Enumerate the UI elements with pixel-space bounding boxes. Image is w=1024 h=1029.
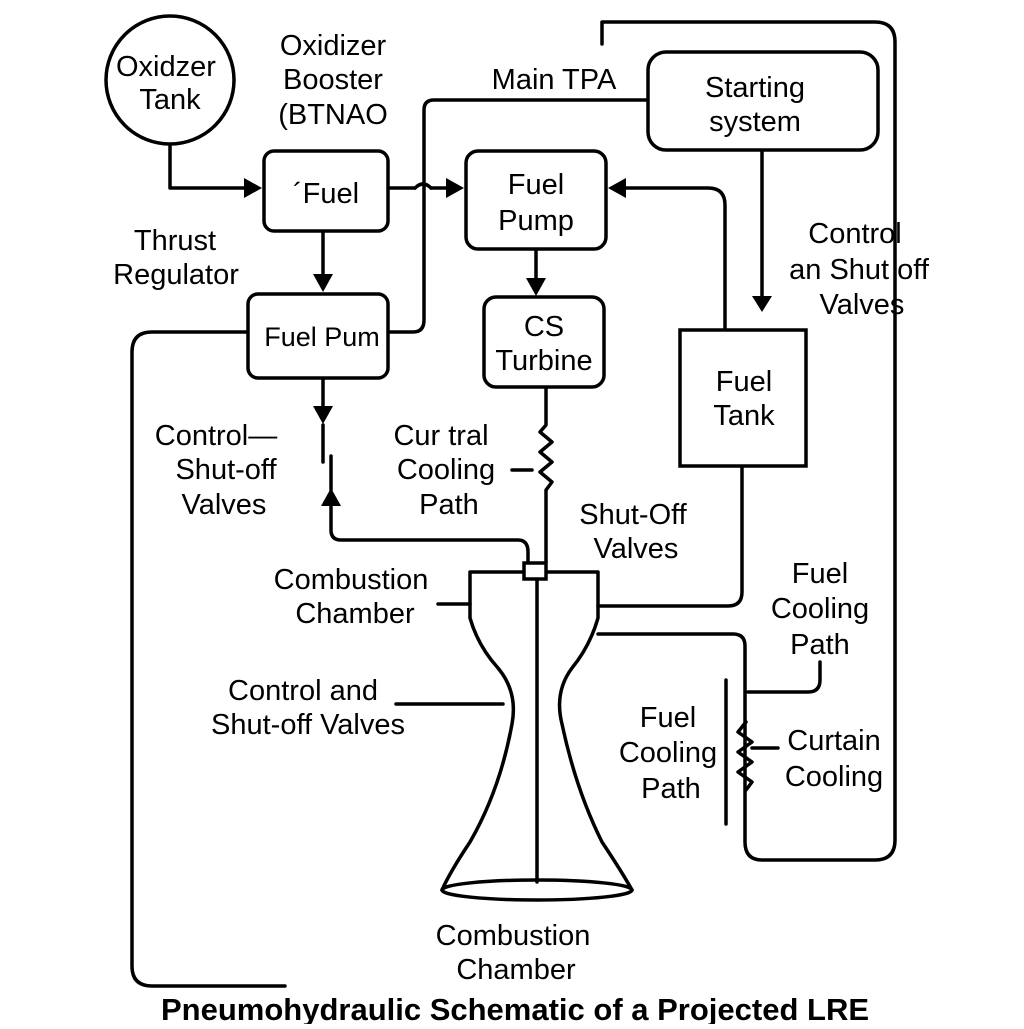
arrow-into-turbine (526, 278, 546, 296)
diagram-title: Pneumohydraulic Schematic of a Projected… (161, 992, 869, 1024)
curtain-cooling-line-1: Curtain (787, 725, 881, 757)
line-left-bypass (130, 330, 287, 988)
central-cooling-line-1: Cur tral (393, 420, 488, 452)
combustion-chamber-nozzle (440, 561, 634, 902)
fuel-tank-label-line-2: Tank (713, 400, 775, 432)
combustion-chamber-lower-line-1: Combustion (436, 920, 591, 952)
starting-system: Starting system (646, 50, 880, 152)
starting-system-label-line-1: Starting (705, 72, 805, 104)
svg-text:Oxidzer Tank: Oxidzer Tank (116, 51, 224, 116)
connection-lines (130, 20, 897, 988)
oxidizer-booster-line-3: (BTNAO (278, 99, 388, 131)
control-shutoff-right-line-3: Valves (820, 289, 905, 321)
fuel-tank: Fuel Tank (678, 328, 808, 468)
combustion-chamber-upper-line-2: Chamber (295, 598, 415, 630)
cs-turbine-label-line-2: Turbine (495, 345, 592, 377)
line-fueltank-to-fuelpump (622, 186, 727, 332)
line-curtain-zigzag (724, 678, 754, 826)
oxidizer-booster-line-1: Oxidizer (280, 30, 387, 62)
fuel-cooling-lower-line-1: Fuel (640, 702, 696, 734)
thrust-regulator-line-1: Thrust (134, 225, 216, 257)
fuel-tank-label-line-1: Fuel (716, 366, 772, 398)
control-shutoff-left-line-2: Shut-off (175, 454, 277, 486)
central-cooling-line-2: Cooling (397, 454, 495, 486)
line-valve-to-injector (329, 503, 530, 564)
oxidizer-booster-line-2: Booster (283, 64, 383, 96)
thrust-regulator-line-2: Regulator (113, 259, 239, 291)
combustion-chamber-lower-line-2: Chamber (456, 954, 576, 986)
starting-system-label-line-2: system (709, 106, 801, 138)
shutoff-valves-line-2: Valves (594, 533, 679, 565)
injector-valve (522, 561, 548, 581)
arrow-into-fuelpum (313, 274, 333, 292)
control-shutoff-right-line-1: Control (808, 218, 902, 250)
fuel-pump-label-line-1: Fuel (508, 169, 564, 201)
line-oxidizer-to-fuel (168, 136, 252, 190)
cs-turbine-label-line-1: CS (524, 311, 564, 343)
control-shutoff-lower-line-1: Control and (228, 675, 378, 707)
fuel-pump-main: Fuel Pump (464, 149, 608, 251)
fuel-box-label: ´Fuel (293, 178, 359, 210)
oxidizer-tank: Oxidzer Tank (104, 14, 236, 146)
central-cooling-line-3: Path (419, 489, 479, 521)
fuel-pum-small: Fuel Pum (246, 292, 390, 380)
fuel-cooling-upper-line-2: Cooling (771, 593, 869, 625)
control-shutoff-lower-line-2: Shut-off Valves (211, 709, 405, 741)
shutoff-valves-line-1: Shut-Off (579, 499, 687, 531)
fuel-pum-label: Fuel Pum (264, 322, 380, 352)
fuel-pump-label-line-2: Pump (498, 205, 574, 237)
line-turbine-to-injector (538, 387, 554, 564)
oxidizer-tank-label-line-1: Oxidzer (116, 51, 216, 83)
fuel-cooling-upper-line-1: Fuel (792, 558, 848, 590)
curtain-cooling-line-2: Cooling (785, 761, 883, 793)
fuel-cooling-upper-line-3: Path (790, 629, 850, 661)
fuel-cooling-lower-line-2: Cooling (619, 737, 717, 769)
diagram-labels: Oxidizer Booster (BTNAO Main TPA Thrust … (113, 30, 930, 1027)
cs-turbine: CS Turbine (482, 295, 606, 389)
combustion-chamber-upper-line-1: Combustion (274, 564, 429, 596)
fuel-box: ´Fuel (262, 149, 390, 233)
arrow-into-fuel-tank (752, 296, 772, 312)
arrowheads (244, 178, 772, 506)
arrow-into-fuel-box (244, 178, 262, 198)
line-fuelpum-to-tpa (386, 98, 650, 334)
arrow-into-fuel-pump-left (446, 178, 464, 198)
fuel-cooling-lower-line-3: Path (641, 773, 701, 805)
line-fueltank-to-chamber (596, 464, 744, 608)
control-shutoff-right-line-2: an Shut off (789, 254, 930, 286)
control-shutoff-left-line-1: Control— (155, 420, 278, 452)
main-tpa-label: Main TPA (492, 64, 617, 96)
arrow-valve-up (321, 488, 341, 506)
control-shutoff-left-line-3: Valves (182, 489, 267, 521)
arrow-valve-down (313, 406, 333, 424)
line-starting-top-loop (596, 20, 897, 862)
oxidizer-tank-label-line-2: Tank (139, 84, 201, 116)
arrow-into-fuel-pump-right (608, 178, 626, 198)
line-fuel-cooling-connector (746, 660, 822, 694)
